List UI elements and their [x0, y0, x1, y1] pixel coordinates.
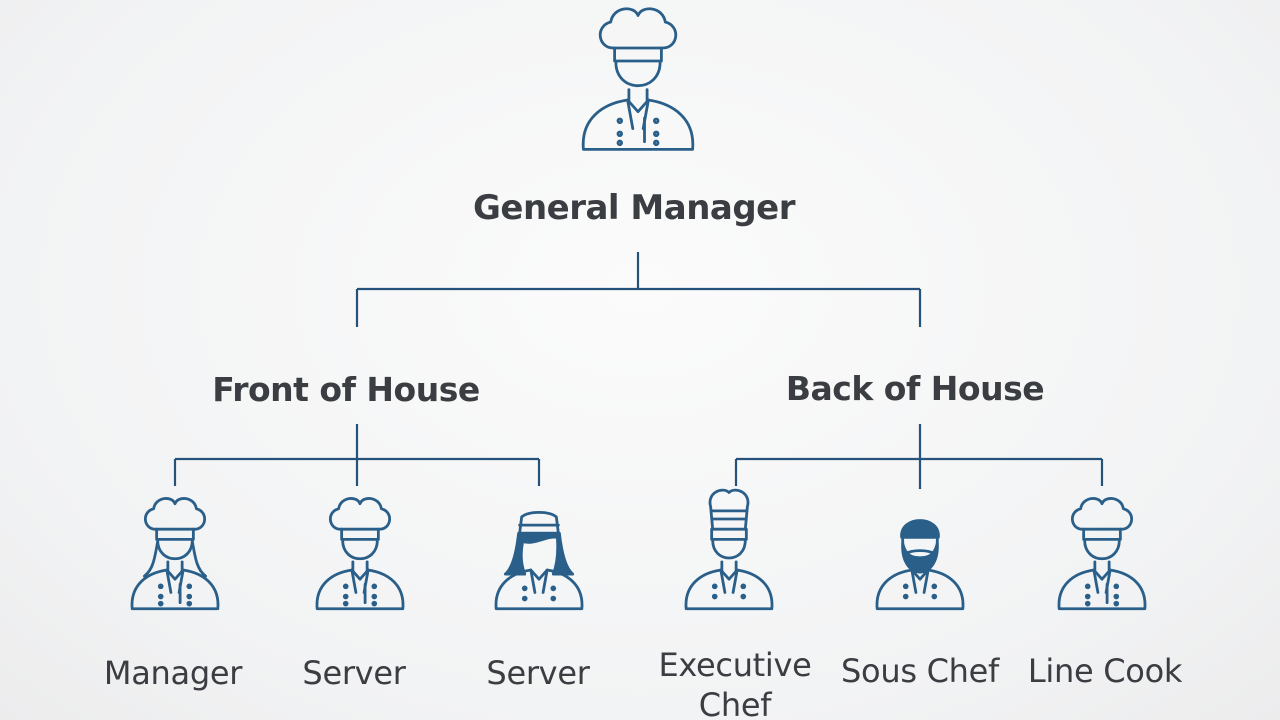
node-front-of-house: Front of House — [212, 370, 480, 409]
node-manager: Manager — [103, 654, 243, 692]
node-server-1: Server — [302, 654, 406, 692]
role-4-bearded-chef-icon — [875, 519, 965, 611]
node-sous-chef: Sous Chef — [841, 652, 999, 690]
role-1-chef-icon — [315, 497, 405, 611]
general-manager-chef-icon — [581, 7, 695, 151]
role-5-chef-icon — [1057, 497, 1147, 611]
role-2-server-female-icon — [494, 510, 584, 611]
connector-lines — [173, 252, 1104, 489]
role-0-female-chef-icon — [132, 498, 218, 608]
node-server-2: Server — [486, 654, 590, 692]
node-line-cook: Line Cook — [1027, 652, 1183, 690]
node-executive-chef: Executive Chef — [658, 646, 812, 720]
role-icons — [132, 7, 1147, 611]
role-3-tall-toque-chef-icon — [684, 488, 774, 611]
node-general-manager: General Manager — [472, 188, 796, 228]
node-back-of-house: Back of House — [785, 369, 1045, 408]
